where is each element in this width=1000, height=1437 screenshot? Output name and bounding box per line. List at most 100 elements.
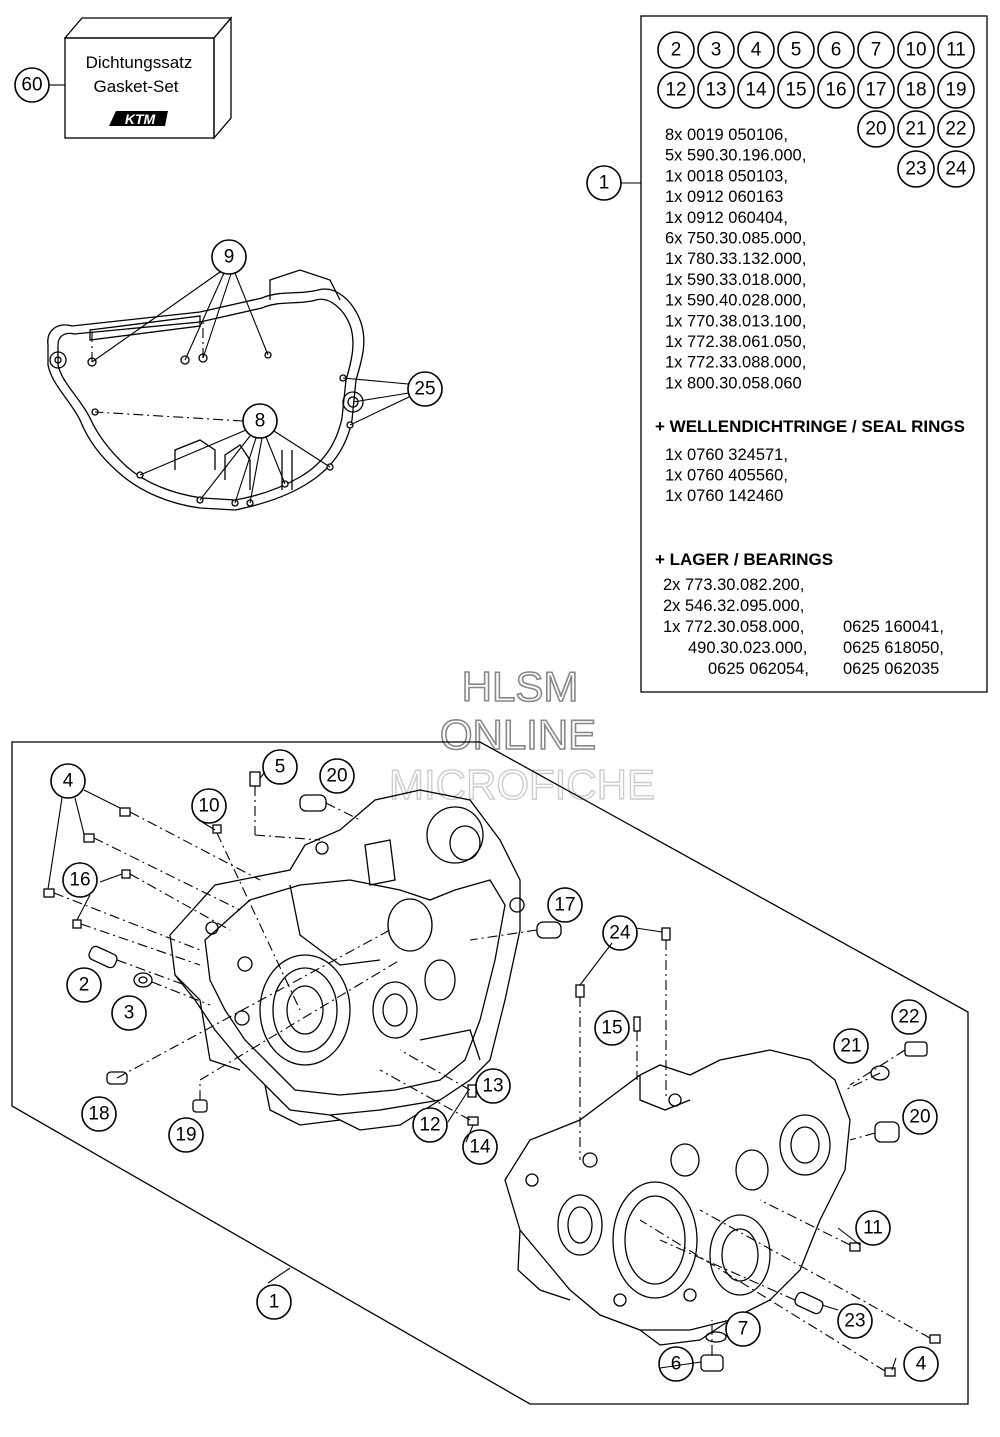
svg-text:24: 24 [609,923,631,944]
included-callout-22[interactable]: 22 [937,110,975,148]
callout-19-c19[interactable]: 19 [168,1117,204,1153]
gasket-set-label-en: Gasket-Set [93,77,178,96]
list-item: 1x 780.33.132.000, [665,250,806,268]
callout-20-c20a[interactable]: 20 [319,758,355,794]
svg-text:7: 7 [738,1319,749,1340]
svg-text:21: 21 [840,1036,861,1057]
watermark-line1: HLSM [462,663,579,710]
callout-1-c1[interactable]: 1 [256,1284,292,1320]
bearings-list-right: 0625 160041,0625 618050,0625 062035 [843,618,944,678]
crankcase-gasket [47,269,365,511]
included-callout-7[interactable]: 7 [857,31,895,69]
included-callout-4[interactable]: 4 [737,31,775,69]
included-callout-12[interactable]: 12 [657,71,695,109]
svg-text:11: 11 [946,40,966,61]
included-callout-3[interactable]: 3 [697,31,735,69]
callout-6-c6[interactable]: 6 [658,1346,694,1382]
callout-16-c16[interactable]: 16 [62,862,98,898]
svg-text:14: 14 [469,1137,491,1158]
included-callout-5[interactable]: 5 [777,31,815,69]
list-item: 1x 0912 060404, [665,209,788,227]
included-callout-21[interactable]: 21 [897,110,935,148]
callout-10-c10[interactable]: 10 [191,788,227,824]
callout-60[interactable]: 60 [14,67,50,103]
included-callouts-row4: 23 24 [897,150,975,188]
parts-list-box [640,15,988,693]
bearing-item: 2x 773.30.082.200, [663,576,804,594]
callout-24-c24[interactable]: 24 [602,915,638,951]
list-item: 8x 0019 050106, [665,126,788,144]
included-callout-14[interactable]: 14 [737,71,775,109]
included-callout-19[interactable]: 19 [937,71,975,109]
callout-3-c3[interactable]: 3 [111,995,147,1031]
callout-1-partslist[interactable]: 1 [586,165,622,201]
included-callout-2[interactable]: 2 [657,31,695,69]
included-callout-6[interactable]: 6 [817,31,855,69]
svg-text:24: 24 [945,159,967,180]
list-item: 1x 590.40.028.000, [665,292,806,310]
included-callout-16[interactable]: 16 [817,71,855,109]
gasket-set-box: Dichtungssatz Gasket-Set KTM [63,16,233,140]
callout-11-c11[interactable]: 11 [855,1210,891,1246]
callout-25[interactable]: 25 [407,371,443,407]
callout-4-c4b[interactable]: 4 [903,1346,939,1382]
ktm-logo-icon: KTM [109,111,168,127]
svg-text:2: 2 [671,40,682,61]
callout-20-c20b[interactable]: 20 [902,1099,938,1135]
list-item: 1x 0760 405560, [665,467,788,485]
svg-text:18: 18 [88,1104,109,1125]
svg-text:17: 17 [554,895,575,916]
callout-13-c13[interactable]: 13 [475,1068,511,1104]
svg-text:12: 12 [665,80,686,101]
callout-leaders [47,771,897,1371]
included-callout-23[interactable]: 23 [897,150,935,188]
included-callout-13[interactable]: 13 [697,71,735,109]
callout-8[interactable]: 8 [242,403,278,439]
callout-17-c17[interactable]: 17 [547,887,583,923]
svg-text:16: 16 [825,80,846,101]
list-item: 1x 0760 142460 [665,487,783,505]
svg-text:11: 11 [863,1218,883,1239]
bearing-item: 0625 062054, [708,660,809,678]
included-callout-10[interactable]: 10 [897,31,935,69]
included-callout-17[interactable]: 17 [857,71,895,109]
assembly-lines [53,786,931,1372]
svg-text:5: 5 [275,757,286,778]
callout-18-c18[interactable]: 18 [81,1096,117,1132]
callout-23-c23[interactable]: 23 [837,1303,873,1339]
included-callout-24[interactable]: 24 [937,150,975,188]
list-item: 1x 590.33.018.000, [665,271,806,289]
included-callout-20[interactable]: 20 [857,110,895,148]
callout-21-c21[interactable]: 21 [833,1028,869,1064]
included-callout-18[interactable]: 18 [897,71,935,109]
svg-text:20: 20 [865,119,886,140]
list-item: 1x 0018 050103, [665,167,788,185]
callout-12-c12[interactable]: 12 [412,1107,448,1143]
svg-text:21: 21 [905,119,926,140]
list-item: 1x 800.30.058.060 [665,374,802,392]
callout-22-c22[interactable]: 22 [891,999,927,1035]
callout-15-c15[interactable]: 15 [594,1010,630,1046]
svg-text:19: 19 [945,80,966,101]
svg-text:6: 6 [831,40,842,61]
watermark-line2: ONLINE [440,711,596,758]
callout-7-c7[interactable]: 7 [725,1311,761,1347]
svg-text:1: 1 [269,1292,280,1313]
svg-text:10: 10 [198,796,219,817]
included-callout-11[interactable]: 11 [937,31,975,69]
callout-9[interactable]: 9 [211,239,247,275]
ktm-logo-text: KTM [125,111,156,127]
callout-4-c4a[interactable]: 4 [50,763,86,799]
callout-2-c2[interactable]: 2 [66,967,102,1003]
svg-text:19: 19 [175,1125,196,1146]
svg-text:18: 18 [905,80,926,101]
svg-text:23: 23 [844,1311,865,1332]
list-item: 1x 0760 324571, [665,446,788,464]
bearing-item-right: 0625 062035 [843,660,939,678]
callout-5-c5[interactable]: 5 [262,749,298,785]
included-callout-15[interactable]: 15 [777,71,815,109]
seal-rings-heading: + WELLENDICHTRINGE / SEAL RINGS [655,417,965,436]
callout-14-c14[interactable]: 14 [462,1129,498,1165]
svg-text:3: 3 [124,1003,135,1024]
